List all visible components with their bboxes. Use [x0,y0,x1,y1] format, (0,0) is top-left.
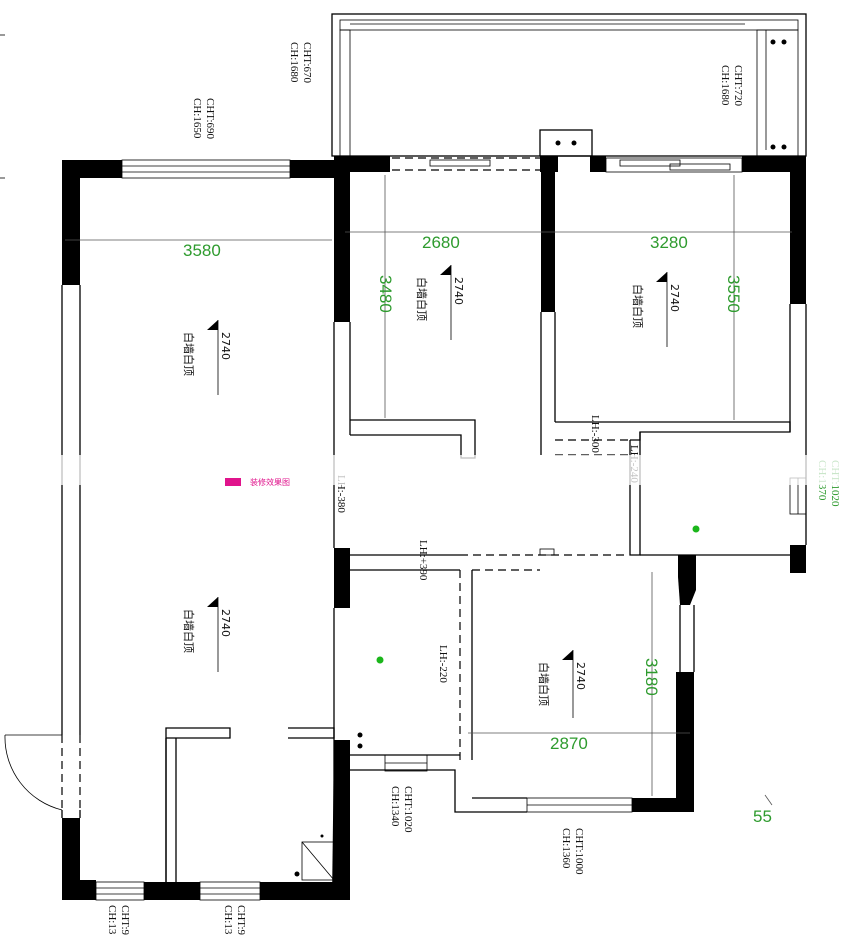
svg-text:CH:1340: CH:1340 [389,786,401,827]
window-note-balcony-left: CHT:670 CH:1680 [288,42,313,84]
svg-text:CHT:1020: CHT:1020 [402,786,414,833]
svg-text:CH:1650: CH:1650 [191,98,203,139]
ceiling-height: 2740 [219,609,232,637]
watermark-text: 装修效果图 [250,478,290,487]
svg-text:CHT:670: CHT:670 [301,42,313,84]
ceiling-height: 2740 [452,277,465,305]
svg-text:CH:13: CH:13 [222,905,234,935]
svg-text:CHT:1000: CHT:1000 [573,828,585,875]
ceiling-label: 白墙白顶 [182,332,196,376]
svg-text:CHT:690: CHT:690 [204,98,216,140]
svg-text:CHT:9: CHT:9 [119,905,131,936]
ceiling-label: 白墙白顶 [415,277,429,321]
svg-text:CH:1680: CH:1680 [288,42,300,83]
watermark-logo [225,478,241,486]
light-fixture [376,656,384,664]
window-note-bed3-bottom: CHT:1000 CH:1360 [560,828,585,875]
svg-text:CH:1360: CH:1360 [560,828,572,869]
level-note-corridor-1: LH:-300 [589,415,601,453]
dim-bed3-depth: 3180 [642,658,661,696]
ceiling-label: 白墙白顶 [182,609,196,653]
window-note-bottom-left-2: CHT:9 CH:13 [222,905,247,936]
window-note-living-top: CHT:690 CH:1650 [191,98,216,140]
ceiling-label: 白墙白顶 [631,284,645,328]
ceiling-marker-bed2: 2740 白墙白顶 [631,272,681,347]
ceiling-height: 2740 [219,332,232,360]
svg-text:CH:1680: CH:1680 [719,65,731,106]
dim-bed3-width: 2870 [550,734,588,753]
ceiling-marker-living-top: 2740 白墙白顶 [182,320,232,395]
dim-bed1-width: 2680 [422,233,460,252]
balcony [331,13,807,157]
ceiling-marker-bed3: 2740 白墙白顶 [537,650,587,718]
ceiling-height: 2740 [574,662,587,690]
dim-living-width: 3580 [183,241,221,260]
light-fixture [692,525,700,533]
dimension-lines [0,34,792,806]
svg-text:CHT:9: CHT:9 [235,905,247,936]
window-note-bottom-left-1: CHT:9 CH:13 [106,905,131,936]
dim-bed2-width: 3280 [650,233,688,252]
dim-bed1-depth: 3480 [376,275,395,313]
window-note-bath-bottom: CHT:1020 CH:1340 [389,786,414,833]
window-note-balcony-right: CHT:720 CH:1680 [719,65,744,107]
walls [4,156,807,901]
svg-text:CHT:720: CHT:720 [732,65,744,107]
dim-bed2-depth: 3550 [724,275,743,313]
ceiling-label: 白墙白顶 [537,662,551,706]
svg-text:CH:13: CH:13 [106,905,118,935]
level-note-bath-side: LH:-220 [437,645,449,683]
dim-corner: 55 [753,807,772,826]
ceiling-height: 2740 [668,284,681,312]
watermark-strip [0,455,860,485]
ceiling-marker-bed1: 2740 白墙白顶 [415,265,465,340]
ceiling-marker-living-bottom: 2740 白墙白顶 [182,597,232,672]
level-note-bath-top: LH:+390 [417,540,429,581]
